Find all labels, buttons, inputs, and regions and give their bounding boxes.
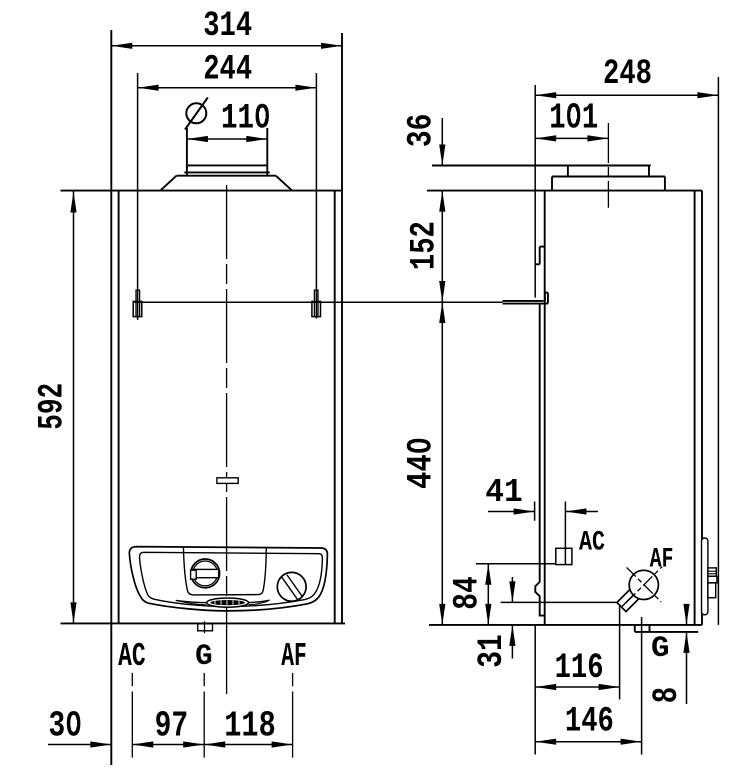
svg-text:314: 314 [203,6,252,46]
svg-text:152: 152 [405,221,445,270]
svg-text:31: 31 [472,634,512,668]
svg-text:AC: AC [579,527,605,558]
svg-text:248: 248 [603,54,652,94]
svg-text:G: G [651,632,670,666]
svg-text:30: 30 [49,706,83,747]
svg-text:AF: AF [281,638,307,675]
svg-text:84: 84 [447,576,487,610]
svg-text:116: 116 [555,648,604,688]
svg-text:41: 41 [485,474,523,511]
svg-text:36: 36 [401,114,441,148]
svg-text:AC: AC [118,638,146,675]
svg-text:AF: AF [650,545,674,576]
svg-text:G: G [195,640,213,674]
svg-text:8: 8 [647,687,687,704]
svg-text:118: 118 [224,706,276,747]
svg-text:592: 592 [33,383,73,430]
svg-text:146: 146 [565,702,614,742]
svg-text:97: 97 [155,706,189,747]
svg-text:244: 244 [203,49,252,89]
